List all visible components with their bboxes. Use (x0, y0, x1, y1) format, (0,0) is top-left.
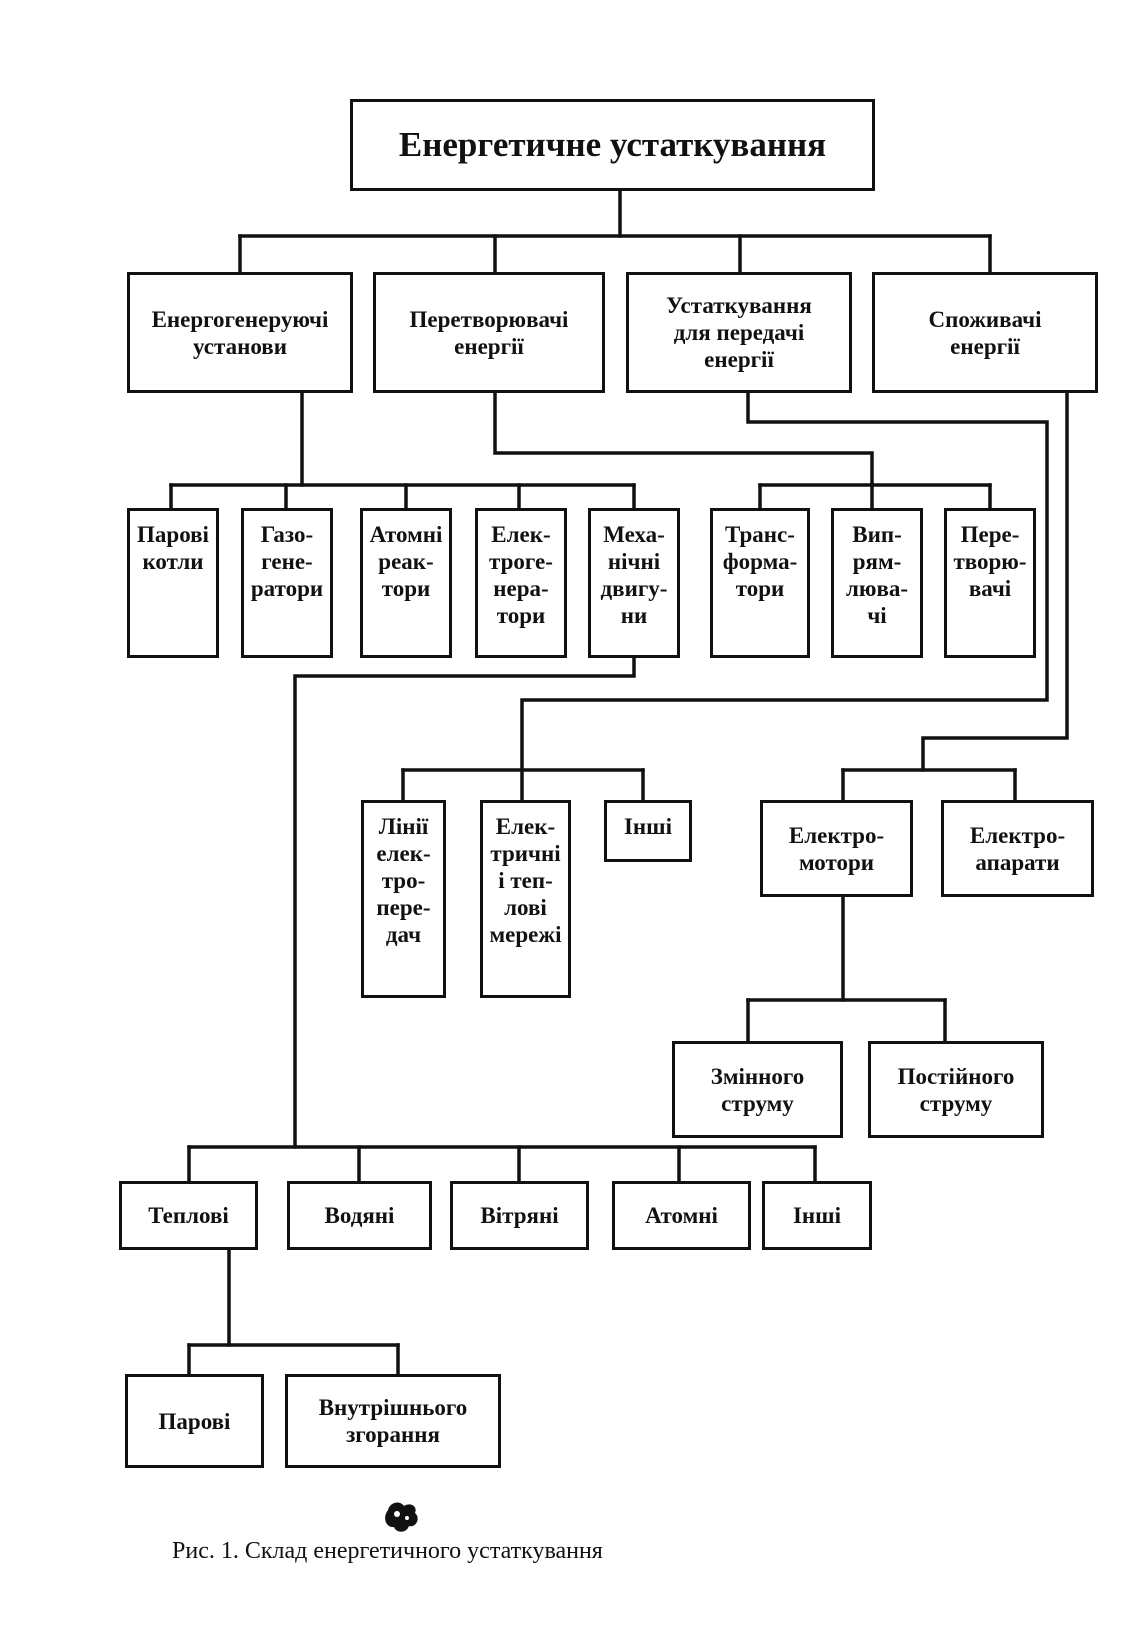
root-node: Енергетичне устаткування (350, 99, 875, 191)
node-energy-consumers: Споживачі енергії (872, 272, 1098, 393)
node-electric-heat-networks: Елек- тричні і теп- лові мережі (480, 800, 571, 998)
node-atomic-engines: Атомні (612, 1181, 751, 1250)
node-transmission-equipment: Устаткування для передачі енергії (626, 272, 852, 393)
node-electric-motors: Електро- мотори (760, 800, 913, 897)
node-transformers: Транс- форма- тори (710, 508, 810, 658)
node-thermal-engines: Теплові (119, 1181, 258, 1250)
node-steam-engines: Парові (125, 1374, 264, 1468)
node-power-lines: Лінії елек- тро- пере- дач (361, 800, 446, 998)
node-engines-other: Інші (762, 1181, 872, 1250)
node-electric-generators: Елек- троге- нера- тори (475, 508, 567, 658)
node-inverters: Пере- творю- вачі (944, 508, 1036, 658)
node-dc-motors: Постійного струму (868, 1041, 1044, 1138)
node-energy-generating-units: Енергогенеруючі установи (127, 272, 353, 393)
figure-caption: Рис. 1. Склад енергетичного устаткування (172, 1538, 603, 1564)
node-atomic-reactors: Атомні реак- тори (360, 508, 452, 658)
node-gas-generators: Газо- гене- ратори (241, 508, 333, 658)
node-mechanical-engines: Меха- нічні двигу- ни (588, 508, 680, 658)
node-wind-engines: Вітряні (450, 1181, 589, 1250)
ink-blot-icon (385, 1502, 418, 1532)
node-transmission-other: Інші (604, 800, 692, 862)
node-internal-combustion: Внутрішнього згорання (285, 1374, 501, 1468)
node-energy-converters: Перетворювачі енергії (373, 272, 605, 393)
node-rectifiers: Вип- рям- люва- чі (831, 508, 923, 658)
node-water-engines: Водяні (287, 1181, 432, 1250)
node-ac-motors: Змінного струму (672, 1041, 843, 1138)
node-electric-apparatus: Електро- апарати (941, 800, 1094, 897)
node-steam-boilers: Парові котли (127, 508, 219, 658)
